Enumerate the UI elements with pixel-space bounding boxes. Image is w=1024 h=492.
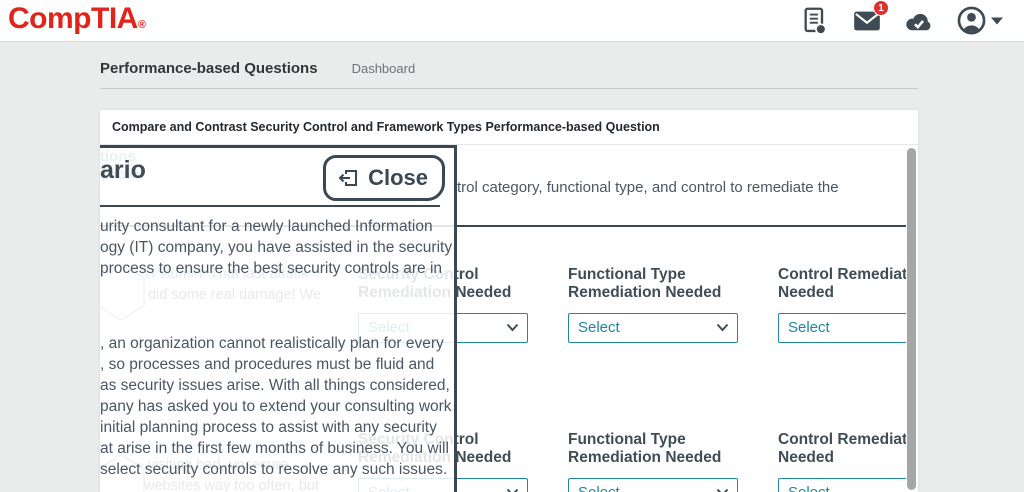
nav-dashboard-link[interactable]: Dashboard [352,61,416,76]
select-functional-type-2[interactable]: Select [568,478,738,492]
scenario-modal: Close ario urity consultant for a newly … [100,145,457,492]
scenario-text-line: urity consultant for a newly launched In… [100,216,448,237]
scenario-text-line: initial planning process to assist with … [100,417,448,438]
question-card: Compare and Contrast Security Control an… [100,110,918,492]
close-button[interactable]: Close [323,155,445,201]
registered-mark: ® [138,19,146,31]
modal-title-divider [100,205,440,207]
cloud-check-icon[interactable] [904,6,934,36]
avatar-icon [957,6,986,35]
column-header-control-remediation: Control RemediatNeeded [778,431,906,467]
close-button-label: Close [368,165,428,191]
account-menu[interactable] [956,6,1004,36]
caret-down-icon [991,17,1003,25]
scenario-text-line: pany has asked you to extend your consul… [100,396,448,417]
breadcrumb: Performance-based Questions Dashboard [100,60,415,77]
chevron-down-icon [506,323,519,332]
chevron-down-icon [716,488,729,492]
vertical-scrollbar[interactable] [907,148,916,490]
scenario-text-line: , so processes and procedures must be fl… [100,354,448,375]
scenario-text-line: select security controls to resolve any … [100,459,448,480]
scenario-text-line: , an organization cannot realistically p… [100,333,448,354]
chevron-down-icon [716,323,729,332]
select-functional-type-1[interactable]: Select [568,313,738,343]
modal-title-fragment: ario [100,156,146,185]
mail-badge: 1 [873,0,889,16]
scenario-text-line: process to ensure the best security cont… [100,258,448,279]
page-title: Performance-based Questions [100,60,318,77]
column-header-functional-type: Functional TypeRemediation Needed [568,431,778,467]
select-control-remediation-1[interactable]: Select [778,313,906,343]
comptia-logo[interactable]: CompTIA® [8,2,145,36]
card-body: tions pdown IT Admin: That last attack d… [100,145,918,492]
scenario-text-line: at arise in the first few months of busi… [100,438,448,459]
scenario-text-line: as security issues arise. With all thing… [100,375,448,396]
report-icon[interactable] [800,6,830,36]
column-header-functional-type: Functional TypeRemediation Needed [568,266,778,302]
mail-icon[interactable]: 1 [852,6,882,36]
instructions-text-fragment: trol category, functional type, and cont… [457,179,839,196]
modal-body-text: urity consultant for a newly launched In… [100,216,448,480]
column-header-control-remediation: Control RemediatNeeded [778,266,906,302]
scenario-text-line: ogy (IT) company, you have assisted in t… [100,237,448,258]
card-title: Compare and Contrast Security Control an… [100,110,918,144]
top-navigation-bar: CompTIA® 1 [0,0,1024,42]
heading-divider [100,88,918,89]
logo-text: CompTIA [8,2,138,35]
chevron-down-icon [506,488,519,492]
topbar-icons: 1 [800,0,1004,41]
card-header: Compare and Contrast Security Control an… [100,110,918,145]
select-control-remediation-2[interactable]: Select [778,478,906,492]
exit-icon [336,166,360,190]
